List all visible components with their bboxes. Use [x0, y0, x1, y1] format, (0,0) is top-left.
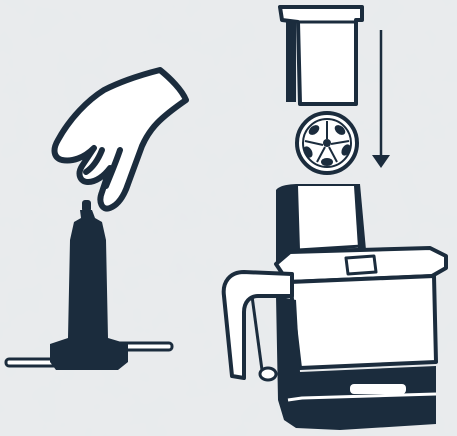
bowl-body	[290, 276, 436, 368]
feed-tube-window	[298, 186, 358, 250]
base-foot	[260, 368, 276, 380]
pusher-cup-icon	[280, 7, 362, 104]
tomato-slice-icon	[297, 113, 357, 173]
blade-tip	[82, 200, 91, 212]
base-slot	[350, 384, 406, 394]
lid-tab	[346, 256, 376, 274]
